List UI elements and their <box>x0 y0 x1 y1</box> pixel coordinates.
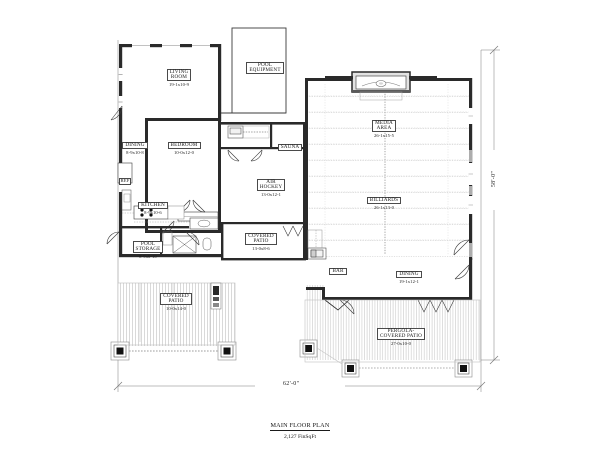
pergola-slab-outline <box>304 299 481 363</box>
patio-door-swings <box>282 225 304 237</box>
room-dim-pergola-patio: 27-0x10-0 <box>390 340 412 346</box>
dimension-overall-width: 62'-0" <box>283 381 300 387</box>
windows-top-wall <box>132 43 210 48</box>
kitchen-fixtures <box>117 162 196 223</box>
room-name-kitchen: KITCHEN <box>138 202 168 210</box>
room-name-billiards: BILLIARDS <box>366 197 402 205</box>
room-name-bar: BAR <box>329 268 347 276</box>
room-name-bedroom: BEDROOM <box>167 142 201 150</box>
room-dim-billiards: 26-1x13-0 <box>373 204 395 210</box>
room-name-dining-rear: DINING <box>396 271 422 279</box>
room-name-covered-patio-left-line2: PATIO <box>168 298 184 304</box>
plan-title: MAIN FLOOR PLAN <box>270 422 330 431</box>
wall-openings-left <box>118 68 123 192</box>
room-label-billiards: BILLIARDS 26-1x13-0 <box>355 189 413 210</box>
patio-stair <box>210 282 222 310</box>
room-label-pergola-patio: PERGOLA-COVERED PATIO 27-0x10-0 <box>362 325 440 346</box>
room-name-media-area-line2: AREA <box>376 125 392 131</box>
room-name-covered-patio-mid-line2: PATIO <box>253 238 269 244</box>
bathroom-fixtures <box>162 217 219 254</box>
room-name-pergola-patio-line1: PERGOLA- <box>387 327 415 334</box>
room-name-living-room-line1: LIVING <box>169 68 189 75</box>
room-name-pool-equipment-line1: POOL <box>257 61 273 68</box>
room-name-pool-equipment-line2: EQUIPMENT <box>249 67 281 73</box>
pool-storage-door <box>106 231 120 245</box>
room-name-ref: REF <box>118 178 132 185</box>
room-dim-covered-patio-left: 10-0x14-0 <box>165 305 187 311</box>
spa-hot-tub <box>325 71 437 101</box>
bath-door-swing <box>185 231 200 246</box>
door-swing-front <box>110 105 123 121</box>
room-label-bar: BAR <box>326 260 350 276</box>
left-patio-outline <box>117 282 236 346</box>
room-dim-covered-patio-mid: 13-0x8-6 <box>252 245 270 251</box>
room-label-sauna: SAUNA <box>272 136 308 152</box>
walls-center-block <box>221 122 306 260</box>
room-name-dining-front: DINING <box>122 142 148 150</box>
structural-piers <box>110 283 473 378</box>
laundry-fixtures <box>227 125 270 139</box>
room-name-air-hockey-line2: HOCKEY <box>259 184 283 190</box>
title-block: MAIN FLOOR PLAN 2,127 FinSqFt <box>0 414 600 440</box>
room-label-dining-rear: DINING 19-1x12-1 <box>385 263 433 284</box>
room-label-kitchen: KITCHEN 8-9x10-6 <box>128 194 178 215</box>
wall-openings-right <box>468 108 473 257</box>
room-dim-air-hockey: 13-0x12-1 <box>260 191 282 197</box>
room-dim-bedroom: 10-0x12-0 <box>173 149 195 155</box>
room-dim-dining-front: 8-9x10-8 <box>126 149 144 155</box>
room-name-covered-patio-mid-line1: COVERED <box>248 232 274 239</box>
room-name-pergola-patio-line2: COVERED PATIO <box>380 333 422 339</box>
bar-fixtures <box>307 229 327 260</box>
room-dim-pool-storage: 8-9x6-10 <box>139 253 157 259</box>
room-label-bedroom: BEDROOM 10-0x12-0 <box>158 134 210 155</box>
room-name-pool-storage-line2: STORAGE <box>135 246 161 252</box>
room-name-covered-patio-left-line1: COVERED <box>163 292 189 299</box>
walls-covered-patio-center <box>221 224 306 261</box>
plan-area: 2,127 FinSqFt <box>283 433 317 440</box>
room-dim-dining-rear: 19-1x12-1 <box>398 278 420 284</box>
room-dim-kitchen: 8-9x10-6 <box>144 209 162 215</box>
room-name-sauna: SAUNA <box>277 144 303 152</box>
right-wing-floor <box>306 82 472 257</box>
double-door-swing-center <box>227 149 263 162</box>
dimension-overall-height: 58'-0" <box>491 170 497 188</box>
right-door-swing <box>453 239 470 280</box>
room-name-pool-storage-line1: POOL <box>140 240 156 247</box>
room-label-dining-front: DINING 8-9x10-8 <box>112 134 158 155</box>
room-name-air-hockey-line1: AIR <box>266 178 276 185</box>
room-name-media-area-line1: MEDIA <box>375 119 393 126</box>
room-label-ref: REF <box>117 170 133 186</box>
room-name-living-room-line2: ROOM <box>170 74 188 80</box>
room-dim-media-area: 26-1x15-5 <box>373 132 395 138</box>
room-dim-living-room: 19-1x10-9 <box>168 81 190 87</box>
